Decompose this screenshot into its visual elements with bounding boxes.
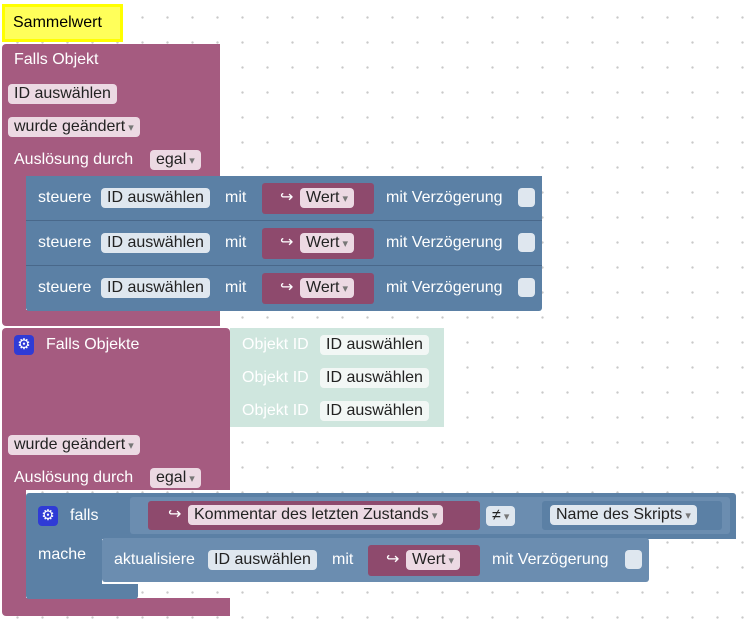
trigger-by-label: Auslösung durch: [14, 469, 134, 486]
objekt-id-label: Objekt ID: [242, 336, 309, 353]
value-block[interactable]: ↪ Wert: [262, 228, 374, 259]
return-arrow-icon: ↪: [168, 506, 182, 523]
value-dropdown[interactable]: Wert: [300, 233, 355, 253]
objekt-id-field[interactable]: ID auswählen: [320, 401, 429, 421]
value-dropdown[interactable]: Wert: [300, 278, 355, 298]
steuere-block[interactable]: steuere ID auswählen mit ↪ Wert mit Verz…: [26, 266, 542, 311]
comment-block[interactable]: Sammelwert: [2, 4, 123, 42]
value-dropdown[interactable]: Wert: [406, 550, 461, 570]
compare-block[interactable]: ↪ Kommentar des letzten Zustands ≠ Name …: [130, 497, 730, 534]
update-block[interactable]: aktualisiere ID auswählen mit ↪ Wert mit…: [102, 538, 649, 582]
id-select-field[interactable]: ID auswählen: [8, 84, 117, 104]
return-arrow-icon: ↪: [280, 279, 294, 296]
mache-label: mache: [38, 546, 87, 563]
value-block[interactable]: ↪ Wert: [368, 545, 480, 576]
steuere-block[interactable]: steuere ID auswählen mit ↪ Wert mit Verz…: [26, 176, 542, 221]
gear-icon[interactable]: ⚙: [14, 335, 34, 355]
objekt-id-field[interactable]: ID auswählen: [320, 368, 429, 388]
objekt-id-label: Objekt ID: [242, 402, 309, 419]
mit-label: mit: [332, 551, 354, 568]
trigger-block-spine: [2, 488, 26, 608]
objekt-id-block[interactable]: Objekt ID ID auswählen: [230, 361, 444, 394]
falls-label: falls: [70, 507, 99, 524]
objekt-id-block[interactable]: Objekt ID ID auswählen: [230, 394, 444, 427]
steuere-id-field[interactable]: ID auswählen: [101, 188, 210, 208]
value-dropdown[interactable]: Wert: [300, 188, 355, 208]
steuere-block[interactable]: steuere ID auswählen mit ↪ Wert mit Verz…: [26, 221, 542, 266]
delay-checkbox[interactable]: [518, 188, 535, 207]
value-block[interactable]: ↪ Wert: [262, 183, 374, 214]
trigger-by-dropdown[interactable]: egal: [150, 150, 201, 170]
steuere-id-field[interactable]: ID auswählen: [101, 233, 210, 253]
return-arrow-icon: ↪: [386, 551, 400, 568]
steuere-label: steuere: [38, 189, 92, 206]
operator-dropdown[interactable]: ≠: [486, 506, 516, 526]
falls-objekt-label: Falls Objekt: [14, 51, 99, 68]
mit-label: mit: [225, 279, 247, 296]
trigger-block-footer: [2, 598, 230, 616]
update-id-field[interactable]: ID auswählen: [208, 550, 317, 570]
delay-label: mit Verzögerung: [492, 551, 609, 568]
trigger-block-falls-objekte[interactable]: [2, 328, 230, 490]
if-block-spine: [26, 537, 102, 589]
trigger-dropdown[interactable]: wurde geändert: [8, 117, 140, 137]
return-arrow-icon: ↪: [280, 189, 294, 206]
gear-icon[interactable]: ⚙: [38, 506, 58, 526]
delay-label: mit Verzögerung: [386, 279, 503, 296]
delay-label: mit Verzögerung: [386, 189, 503, 206]
state-value-block[interactable]: ↪ Kommentar des letzten Zustands: [148, 501, 480, 530]
steuere-label: steuere: [38, 279, 92, 296]
steuere-label: steuere: [38, 234, 92, 251]
script-name-block[interactable]: Name des Skripts: [542, 501, 722, 530]
update-label: aktualisiere: [114, 551, 195, 568]
objekt-id-label: Objekt ID: [242, 369, 309, 386]
steuere-id-field[interactable]: ID auswählen: [101, 278, 210, 298]
if-block-footer: [26, 584, 138, 599]
state-dropdown[interactable]: Kommentar des letzten Zustands: [188, 505, 444, 525]
objekt-id-field[interactable]: ID auswählen: [320, 335, 429, 355]
delay-checkbox[interactable]: [518, 278, 535, 297]
trigger-by-dropdown[interactable]: egal: [150, 468, 201, 488]
objekt-id-block[interactable]: Objekt ID ID auswählen: [230, 328, 444, 361]
delay-label: mit Verzögerung: [386, 234, 503, 251]
mit-label: mit: [225, 189, 247, 206]
falls-objekte-label: Falls Objekte: [46, 336, 140, 353]
trigger-block-footer: [2, 310, 220, 326]
value-block[interactable]: ↪ Wert: [262, 273, 374, 304]
comment-text: Sammelwert: [13, 14, 102, 31]
return-arrow-icon: ↪: [280, 234, 294, 251]
trigger-block-spine: [2, 175, 26, 320]
script-name-dropdown[interactable]: Name des Skripts: [550, 505, 697, 525]
trigger-dropdown[interactable]: wurde geändert: [8, 435, 140, 455]
delay-checkbox[interactable]: [625, 550, 642, 569]
delay-checkbox[interactable]: [518, 233, 535, 252]
trigger-by-label: Auslösung durch: [14, 151, 134, 168]
mit-label: mit: [225, 234, 247, 251]
